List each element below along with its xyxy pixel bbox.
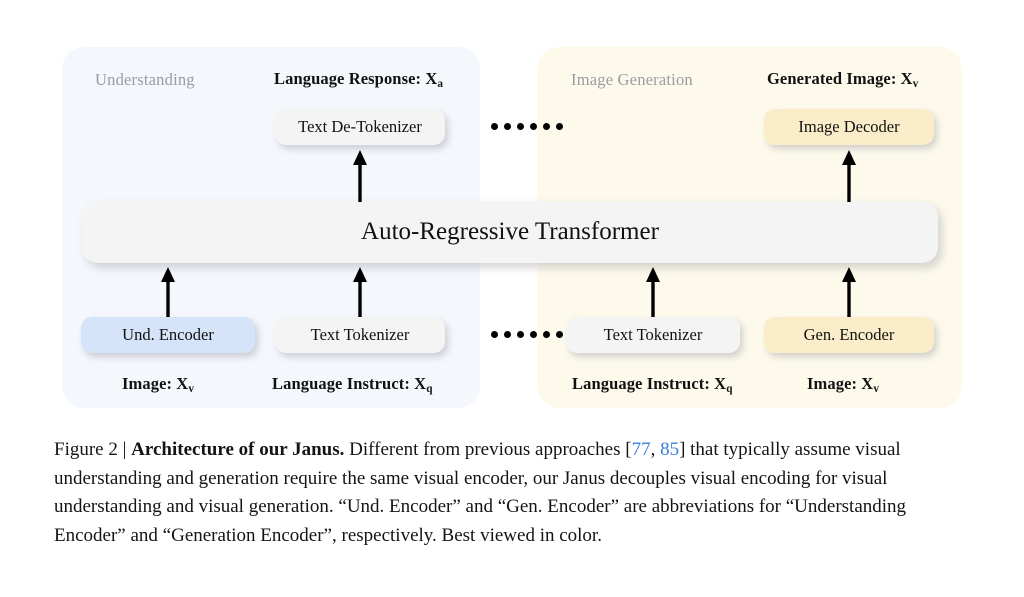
- figure-caption: Figure 2 | Architecture of our Janus. Di…: [54, 436, 976, 550]
- ellipsis-separator-bottom: [491, 331, 563, 338]
- label-image-input-right: Image: Xv: [807, 374, 880, 396]
- label-language-response-text: Language Response: X: [274, 69, 438, 88]
- label-image-input-right-subscript: v: [873, 383, 880, 396]
- ellipsis-dot: [556, 123, 563, 130]
- figure-caption-title: Architecture of our Janus.: [131, 439, 345, 460]
- ellipsis-separator-top: [491, 123, 563, 130]
- box-und-encoder: Und. Encoder: [81, 317, 255, 353]
- arrow-und-encoder-to-transformer: [160, 267, 176, 317]
- ellipsis-dot: [556, 331, 563, 338]
- citation-link-85[interactable]: 85: [660, 439, 680, 460]
- ellipsis-dot: [530, 123, 537, 130]
- ellipsis-dot: [543, 331, 550, 338]
- box-text-tokenizer-right: Text Tokenizer: [566, 317, 740, 353]
- figure-caption-number: Figure 2 |: [54, 439, 132, 460]
- label-image-input-left-subscript: v: [188, 383, 195, 396]
- box-text-tokenizer-left: Text Tokenizer: [275, 317, 445, 353]
- ellipsis-dot: [517, 123, 524, 130]
- label-generated-image-text: Generated Image: X: [767, 69, 913, 88]
- label-image-input-left-text: Image: X: [122, 374, 189, 393]
- label-language-instruct-left-subscript: q: [426, 383, 433, 396]
- arrow-text-tokenizer-left-to-transformer: [352, 267, 368, 317]
- box-gen-encoder: Gen. Encoder: [764, 317, 934, 353]
- arrow-gen-encoder-to-transformer: [841, 267, 857, 317]
- label-language-instruct-left-text: Language Instruct: X: [272, 374, 427, 393]
- label-image-input-left: Image: Xv: [122, 374, 195, 396]
- citation-link-77[interactable]: 77: [631, 439, 651, 460]
- ellipsis-dot: [504, 331, 511, 338]
- box-auto-regressive-transformer: Auto-Regressive Transformer: [82, 201, 938, 263]
- arrow-text-tokenizer-right-to-transformer: [645, 267, 661, 317]
- figure-caption-body-1: Different from previous approaches [: [344, 439, 632, 460]
- ellipsis-dot: [543, 123, 550, 130]
- panel-label-image-generation: Image Generation: [571, 70, 693, 89]
- ellipsis-dot: [530, 331, 537, 338]
- ellipsis-dot: [491, 331, 498, 338]
- label-language-response-subscript: a: [437, 78, 444, 91]
- label-language-instruct-right: Language Instruct: Xq: [572, 374, 733, 396]
- label-generated-image-subscript: v: [912, 78, 919, 91]
- panel-label-understanding: Understanding: [95, 70, 195, 89]
- arrow-transformer-to-image-decoder: [841, 150, 857, 202]
- figure-caption-body-2: ] that typically assume visual understan…: [54, 439, 907, 546]
- box-image-decoder: Image Decoder: [764, 109, 934, 145]
- label-language-response: Language Response: Xa: [274, 69, 444, 91]
- label-language-instruct-left: Language Instruct: Xq: [272, 374, 433, 396]
- citation-separator: ,: [650, 439, 661, 460]
- ellipsis-dot: [504, 123, 511, 130]
- ellipsis-dot: [517, 331, 524, 338]
- label-language-instruct-right-subscript: q: [726, 383, 733, 396]
- label-image-input-right-text: Image: X: [807, 374, 874, 393]
- box-text-de-tokenizer: Text De-Tokenizer: [275, 109, 445, 145]
- arrow-transformer-to-text-de-tokenizer: [352, 150, 368, 202]
- label-language-instruct-right-text: Language Instruct: X: [572, 374, 727, 393]
- label-generated-image: Generated Image: Xv: [767, 69, 919, 91]
- ellipsis-dot: [491, 123, 498, 130]
